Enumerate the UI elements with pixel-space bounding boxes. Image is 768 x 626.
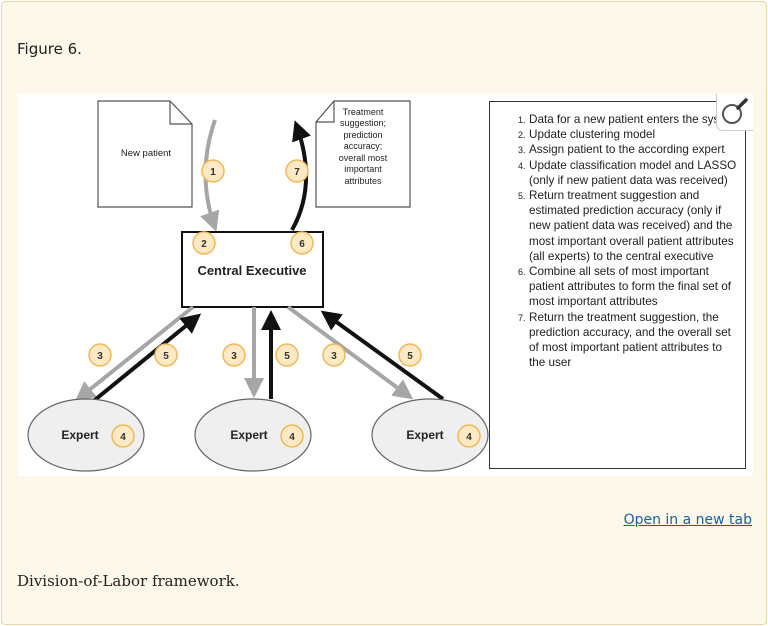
- badge-step-7: 7: [285, 159, 309, 183]
- svg-text:7: 7: [294, 167, 300, 178]
- svg-text:3: 3: [331, 351, 337, 362]
- svg-text:4: 4: [289, 432, 295, 443]
- list-item: Return the treatment suggestion, the pre…: [528, 310, 739, 371]
- output-label-line-1: Treatment: [343, 107, 384, 117]
- badge-step-3-middle: 3: [222, 343, 246, 367]
- figure-title: Figure 6.: [17, 40, 82, 58]
- svg-text:3: 3: [231, 351, 237, 362]
- expert-right: Expert: [371, 398, 489, 472]
- list-item: Assign patient to the according expert: [528, 142, 739, 157]
- steps-list-box: Data for a new patient enters the system…: [489, 101, 746, 469]
- new-patient-label: New patient: [121, 148, 172, 159]
- new-patient-document: New patient: [97, 100, 193, 208]
- badge-step-5-middle: 5: [275, 343, 299, 367]
- expert-left-label: Expert: [61, 428, 98, 442]
- badge-step-1: 1: [201, 159, 225, 183]
- expert-middle-label: Expert: [230, 428, 267, 442]
- badge-step-3-right: 3: [322, 343, 346, 367]
- badge-step-5-right: 5: [398, 343, 422, 367]
- arrow-return-expert-left: [78, 313, 202, 414]
- svg-text:4: 4: [466, 432, 472, 443]
- svg-text:5: 5: [407, 351, 413, 362]
- zoom-button[interactable]: [716, 94, 753, 131]
- output-label-line-4: accuracy;: [344, 141, 383, 151]
- figure-image[interactable]: New patient Treatment suggestion; predic…: [18, 94, 753, 476]
- list-item: Update clustering model: [528, 127, 739, 142]
- open-in-new-tab-link[interactable]: Open in a new tab: [623, 512, 752, 528]
- figure-caption: Division-of-Labor framework.: [17, 572, 240, 590]
- arrow-assign-expert-right: [286, 305, 414, 400]
- output-label-line-7: attributes: [344, 176, 382, 186]
- svg-text:5: 5: [163, 351, 169, 362]
- svg-text:1: 1: [210, 167, 216, 178]
- svg-text:3: 3: [97, 351, 103, 362]
- badge-step-4-right: 4: [457, 424, 481, 448]
- output-label-line-3: prediction: [343, 130, 382, 140]
- badge-step-4-left: 4: [111, 424, 135, 448]
- expert-left: Expert: [27, 398, 145, 472]
- badge-step-4-middle: 4: [280, 424, 304, 448]
- output-label-line-6: important: [344, 164, 382, 174]
- output-label-line-5: overall most: [339, 153, 388, 163]
- badge-step-6: 6: [290, 231, 314, 255]
- steps-list: Data for a new patient enters the system…: [490, 102, 745, 370]
- central-executive-label: Central Executive: [197, 263, 306, 278]
- svg-text:5: 5: [284, 351, 290, 362]
- magnifier-icon: [722, 98, 748, 124]
- list-item: Data for a new patient enters the system: [528, 112, 739, 127]
- list-item: Combine all sets of most important patie…: [528, 264, 739, 310]
- svg-text:2: 2: [201, 239, 207, 250]
- badge-step-5-left: 5: [154, 343, 178, 367]
- output-label-line-2: suggestion;: [340, 118, 386, 128]
- arrow-output: [290, 120, 311, 231]
- arrow-return-expert-right: [320, 310, 445, 401]
- svg-text:6: 6: [299, 239, 305, 250]
- list-item: Update classification model and LASSO (o…: [528, 158, 739, 188]
- list-item: Return treatment suggestion and estimate…: [528, 188, 739, 264]
- expert-middle: Expert: [194, 398, 312, 472]
- output-document: Treatment suggestion; prediction accurac…: [315, 100, 411, 208]
- framework-diagram: New patient Treatment suggestion; predic…: [27, 100, 489, 472]
- badge-step-2: 2: [192, 231, 216, 255]
- arrow-assign-expert-left: [74, 305, 195, 402]
- expert-right-label: Expert: [406, 428, 443, 442]
- badge-step-3-left: 3: [88, 343, 112, 367]
- svg-text:4: 4: [120, 432, 126, 443]
